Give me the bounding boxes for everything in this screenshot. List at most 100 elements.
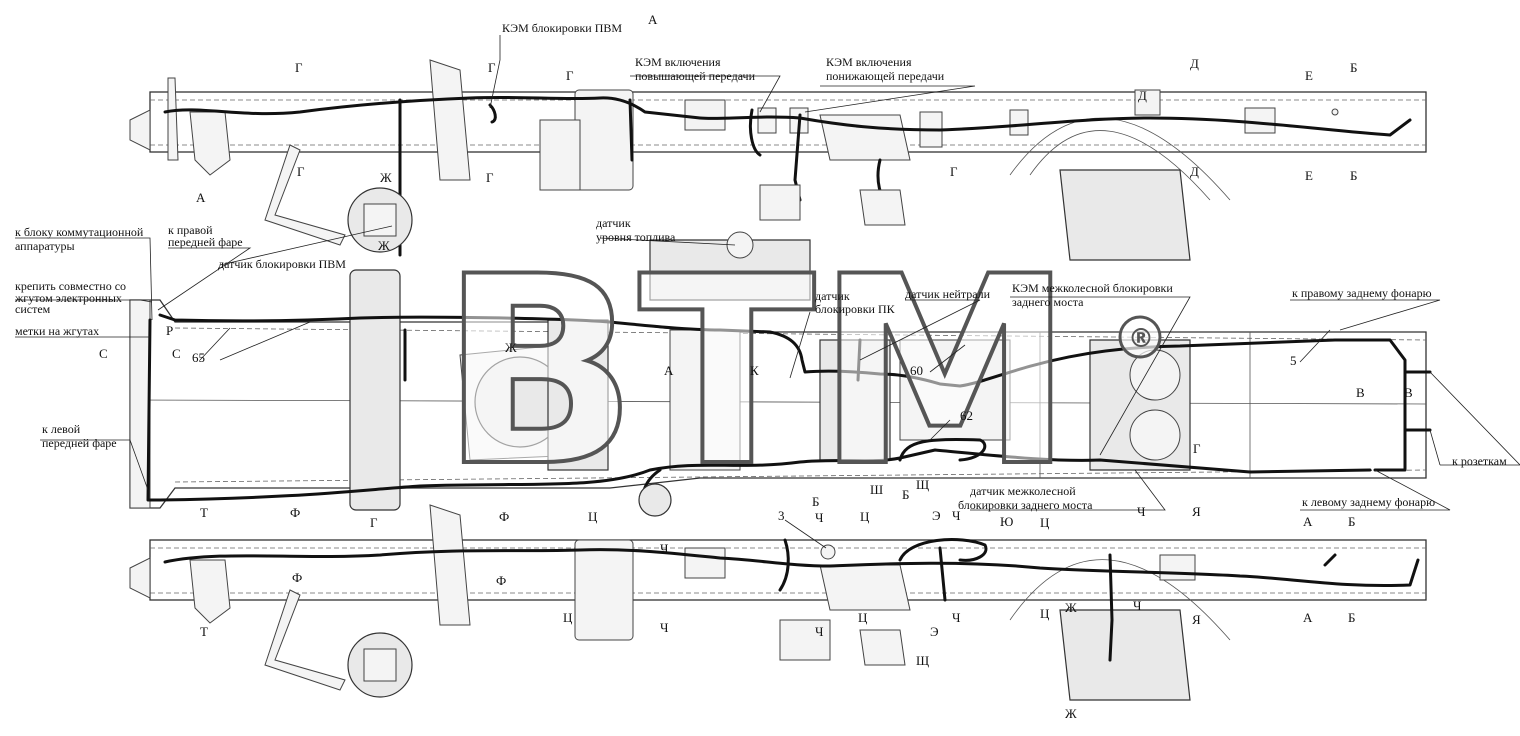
top-branch-kem-up	[748, 108, 762, 157]
top-transfer-case	[819, 114, 911, 161]
middle-fuel-tank-cross	[669, 329, 741, 471]
section-mark-ch: Ч	[1137, 504, 1146, 519]
leader-5	[1299, 329, 1331, 363]
middle-branch-62	[898, 437, 987, 462]
top-sensor-cup	[859, 189, 906, 226]
section-mark-r: Р	[166, 323, 173, 338]
bottom-branch-3	[778, 538, 790, 592]
label-marks: метки на жгутах	[15, 324, 99, 338]
top-frame-view	[129, 59, 1427, 261]
middle-lower-sensor	[638, 483, 672, 517]
label-sockets: к розеткам	[1452, 454, 1507, 468]
top-rear-axle-housing	[1059, 169, 1191, 261]
label-fasten-1: крепить совместно со	[15, 279, 126, 293]
leader-pvm-sensor	[219, 225, 393, 266]
pos-number-3: 3	[778, 508, 785, 523]
bottom-main-harness	[163, 548, 1420, 588]
bottom-frame-view	[129, 504, 1427, 701]
middle-transfer-box	[899, 339, 1011, 441]
label-fuel-2: уровня топлива	[596, 230, 676, 244]
section-mark-g: Г	[488, 60, 496, 75]
leader-right-rear	[1290, 299, 1441, 331]
top-branch-gearbox	[628, 98, 634, 162]
top-branch-loop	[488, 103, 497, 124]
label-to-kommut-1: к блоку коммутационной	[15, 225, 144, 239]
top-gearbox-housing	[574, 89, 634, 191]
middle-front-axle	[349, 269, 401, 511]
section-mark-ch: Ч	[815, 510, 824, 525]
label-left-front-2: передней фаре	[42, 436, 117, 450]
section-mark-ch: Ч	[815, 624, 824, 639]
leader-kem-up	[630, 75, 781, 113]
bottom-branch-loop	[898, 538, 988, 562]
section-mark-d: Д	[1190, 164, 1199, 179]
pos-number-60: 60	[910, 363, 923, 378]
leader-fuel	[599, 237, 736, 246]
label-pk-2: блокировки ПК	[815, 302, 896, 316]
section-mark-g: Г	[1193, 441, 1201, 456]
section-mark-ts: Ц	[858, 610, 868, 625]
label-neutral: датчик нейтрали	[905, 287, 991, 301]
section-mark-g: Г	[566, 68, 574, 83]
section-mark-b: Б	[902, 487, 909, 502]
watermark-text: BTM	[440, 222, 1074, 524]
section-mark-ts: Ц	[1040, 515, 1050, 530]
section-mark-a: А	[196, 190, 206, 205]
top-front-cross-member	[167, 77, 179, 161]
bottom-gearbox-housing	[574, 539, 634, 641]
section-mark-d: Д	[1190, 56, 1199, 71]
top-front-axle-hub-flange	[363, 203, 397, 237]
label-fasten-3: систем	[15, 302, 51, 316]
bottom-branch-lamp	[1323, 553, 1337, 567]
top-transfer-bracket	[759, 184, 801, 221]
middle-transfer-case	[819, 339, 891, 461]
leader-65b	[219, 321, 311, 361]
section-mark-e: Е	[1305, 168, 1313, 183]
section-mark-s: С	[172, 346, 181, 361]
section-mark-zh: Ж	[1065, 600, 1077, 615]
bottom-rear-axle-housing	[1059, 609, 1191, 701]
bottom-front-bracket	[129, 557, 151, 599]
bottom-front-axle-hub-flange	[363, 648, 397, 682]
label-right-front-1: к правой	[168, 223, 213, 237]
pos-number-62: 62	[960, 408, 973, 423]
section-mark-b: Б	[1350, 168, 1357, 183]
section-mark-ch: Ч	[952, 610, 961, 625]
middle-frame-outline	[129, 299, 1427, 509]
top-cross-member-2	[1009, 109, 1029, 136]
section-mark-zh: Ж	[380, 170, 392, 185]
label-kem-up-2: повышающей передачи	[635, 69, 756, 83]
bottom-grommet	[820, 544, 836, 560]
label-left-rear: к левому заднему фонарю	[1302, 495, 1435, 509]
section-mark-b: Б	[1348, 514, 1355, 529]
section-mark-e: Э	[930, 624, 939, 639]
pos-number-65: 65	[192, 350, 205, 365]
leader-fasten	[15, 299, 153, 303]
bottom-branch-down	[938, 546, 947, 602]
section-mark-e: Э	[932, 508, 941, 523]
bottom-rear-box	[1159, 554, 1196, 581]
middle-lower-harness	[146, 318, 1372, 502]
leader-3	[784, 519, 827, 549]
section-mark-g: Г	[295, 60, 303, 75]
top-transmission-mount	[429, 59, 471, 181]
pos-number-5: 5	[1290, 353, 1297, 368]
section-mark-g: Г	[486, 170, 494, 185]
watermark: BTM ®	[438, 220, 1162, 526]
section-mark-a-top: А	[648, 12, 658, 27]
leader-left-rear	[1300, 469, 1451, 511]
section-mark-e: Е	[1305, 68, 1313, 83]
label-kem-down-1: КЭМ включения	[826, 55, 912, 69]
section-mark-f: Ф	[496, 573, 506, 588]
watermark-reg-circle	[1118, 315, 1162, 359]
label-inter-sensor-2: блокировки заднего моста	[958, 498, 1093, 512]
section-mark-f: Ф	[292, 570, 302, 585]
section-mark-zh: Ж	[505, 340, 517, 355]
label-to-kommut-2: аппаратуры	[15, 239, 75, 253]
label-pk-1: датчик	[815, 289, 850, 303]
section-mark-d: Д	[1138, 88, 1147, 103]
leader-sockets-2	[1429, 429, 1441, 466]
label-kem-inter-2: заднего моста	[1012, 295, 1084, 309]
section-mark-ts: Ц	[860, 509, 870, 524]
